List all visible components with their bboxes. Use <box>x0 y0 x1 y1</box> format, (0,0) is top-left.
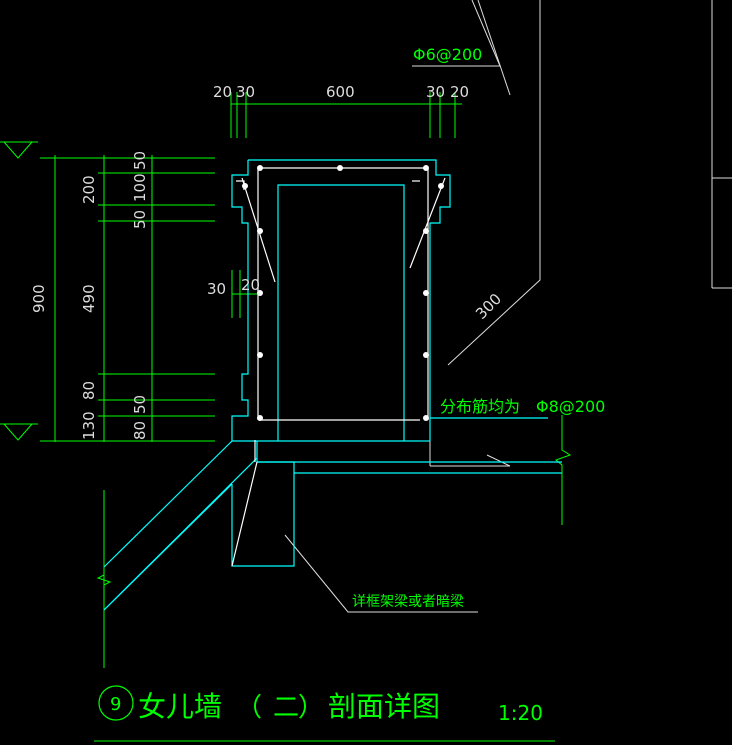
title-text: 女儿墙 <box>138 690 222 723</box>
rebar-dots <box>242 165 444 421</box>
title-paren-close: ） <box>298 693 324 723</box>
rebar-lines <box>231 167 446 567</box>
dist-rebar-label: 分布筋均为 Φ8@200 <box>440 397 605 416</box>
title-paren-open: （ <box>236 693 262 723</box>
top-dim-2: 30 <box>236 83 255 101</box>
drawing-title: 9 女儿墙 （ 二 ） 剖面详图 1:20 <box>98 685 543 725</box>
title-part: 二 <box>273 693 299 723</box>
left-dim-130: 130 <box>80 411 98 440</box>
mid-dim-30: 30 <box>207 280 226 298</box>
inner-dim-80: 80 <box>131 421 149 440</box>
dimension-lines <box>0 92 572 742</box>
top-dim-1: 20 <box>213 83 232 101</box>
inner-dim-50b: 50 <box>131 210 149 229</box>
leader-lines <box>284 0 732 613</box>
left-dim-total: 900 <box>30 284 48 313</box>
slope-dim: 300 <box>472 290 505 323</box>
left-dim-80: 80 <box>80 381 98 400</box>
top-dim-3: 600 <box>326 83 355 101</box>
title-suffix: 剖面详图 <box>328 690 440 723</box>
top-rebar-label: Φ6@200 <box>413 45 482 64</box>
title-scale: 1:20 <box>498 701 543 725</box>
inner-dim-50a: 50 <box>131 151 149 170</box>
inner-dim-100: 100 <box>131 173 149 202</box>
top-dim-5: 20 <box>450 83 469 101</box>
title-number: 9 <box>110 694 121 715</box>
left-dim-490: 490 <box>80 284 98 313</box>
beam-note: 详框架梁或者暗梁 <box>352 594 464 610</box>
inner-dim-50c: 50 <box>131 395 149 414</box>
left-dim-200: 200 <box>80 175 98 204</box>
mid-dim-20: 20 <box>241 276 260 294</box>
parapet-outline <box>103 159 562 611</box>
top-dim-4: 30 <box>426 83 445 101</box>
title-number-circle <box>98 685 134 721</box>
